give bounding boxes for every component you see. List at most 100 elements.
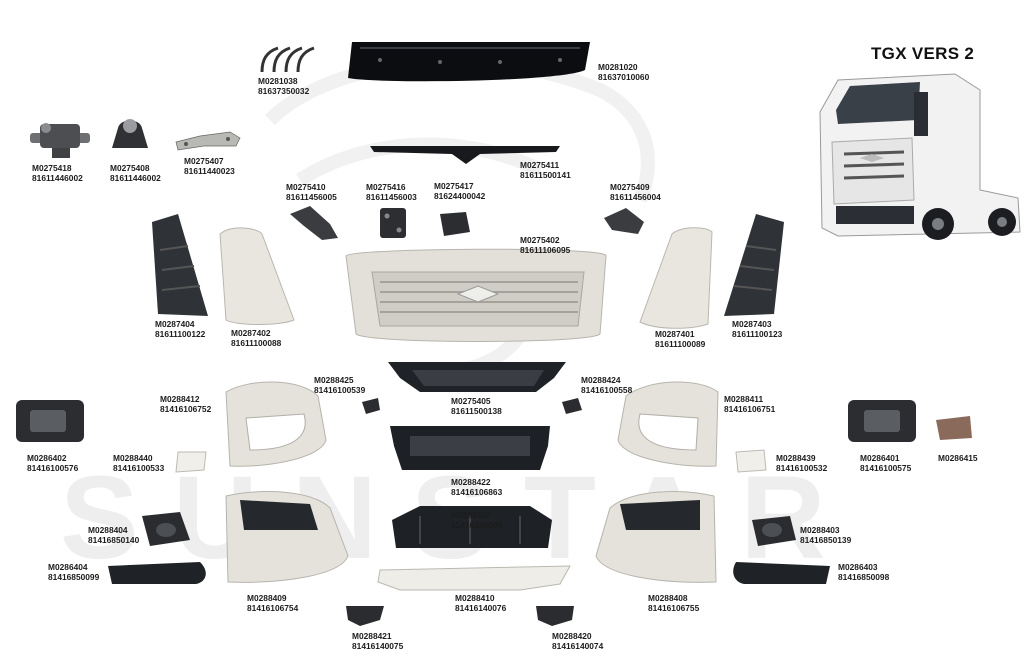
part-oem: 81416850099 [48,571,100,582]
part-oem: 81611500138 [451,405,502,416]
part-image-m0275405 [388,362,566,392]
part-code: M0275407 [184,156,224,166]
part-code: M0286402 [27,453,67,463]
part-image-m0288420 [536,606,574,626]
part-image-m0275411 [370,146,560,164]
part-code: M0288403 [800,525,840,535]
part-image-m0286415 [936,416,972,440]
part-code: M0287401 [655,329,695,339]
part-oem: 81611100123 [732,328,783,339]
part-oem: 81611446002 [32,172,83,183]
part-image-m0288410 [377,565,571,591]
part-code: M0288420 [552,631,592,641]
part-code: M0288440 [113,453,153,463]
part-oem: 81611100088 [231,337,282,348]
part-oem: 81416106754 [247,602,299,613]
part-code: M0281020 [598,62,638,72]
part-image-m0288421 [346,606,384,626]
part-oem: 81416140076 [455,602,507,613]
part-code: M0288421 [352,631,392,641]
part-oem: 81611100089 [655,338,706,349]
part-oem: 81416850140 [88,534,140,545]
part-image-m0275409 [604,208,644,234]
part-code: M0286415 [938,453,978,463]
part-image-m0287403 [724,214,784,316]
part-code: M0288412 [160,394,200,404]
part-oem: 81416100533 [113,462,165,473]
part-oem: 81416100575 [860,462,912,473]
truck-illustration [819,73,1021,240]
part-oem: 81416100576 [27,462,79,473]
part-oem: 81637350032 [258,85,310,96]
part-image-m0288411 [617,381,719,467]
part-code: M0281038 [258,76,298,86]
part-oem: 81416100558 [581,384,633,395]
part-image-m0281038 [260,46,315,73]
part-code: M0288423 [451,510,491,520]
part-oem: 81611500141 [520,169,571,180]
part-code: M0288439 [776,453,816,463]
part-image-m0281020 [348,42,590,82]
part-code: M0288410 [455,593,495,603]
part-oem: 81611446002 [110,172,161,183]
part-code: M0275416 [366,182,406,192]
part-oem: 81416146009 [451,519,503,530]
part-code: M0288424 [581,375,621,385]
part-oem: 81611456004 [610,191,661,202]
part-code: M0275402 [520,235,560,245]
part-image-m0286403 [733,562,830,584]
part-code: M0275417 [434,181,474,191]
part-oem: 81416850098 [838,571,890,582]
part-oem: 81611106095 [520,244,571,255]
label-m0286415: M0286415 [938,453,978,464]
part-oem: 81611440023 [184,165,235,176]
part-code: M0275418 [32,163,72,173]
part-oem: 81416100532 [776,462,828,473]
part-image-m0287401 [639,227,713,329]
part-code: M0286401 [860,453,900,463]
part-image-m0275408 [112,119,148,148]
part-oem: 81416140074 [552,640,604,651]
part-image-m0288403 [752,516,796,546]
part-oem: 81637010060 [598,71,650,82]
part-image-m0288425 [362,398,380,414]
part-code: M0288408 [648,593,688,603]
part-image-m0275417 [440,212,470,236]
part-image-m0288408 [595,491,717,583]
part-image-m0288424 [562,398,582,414]
part-image-m0275407 [175,131,241,151]
part-oem: 81416106755 [648,602,700,613]
part-oem: 81611456005 [286,191,337,202]
part-code: M0287402 [231,328,271,338]
part-image-m0287404 [152,214,208,316]
part-image-m0288439 [735,449,767,473]
part-oem: 81416140075 [352,640,404,651]
part-image-m0287402 [219,227,295,325]
